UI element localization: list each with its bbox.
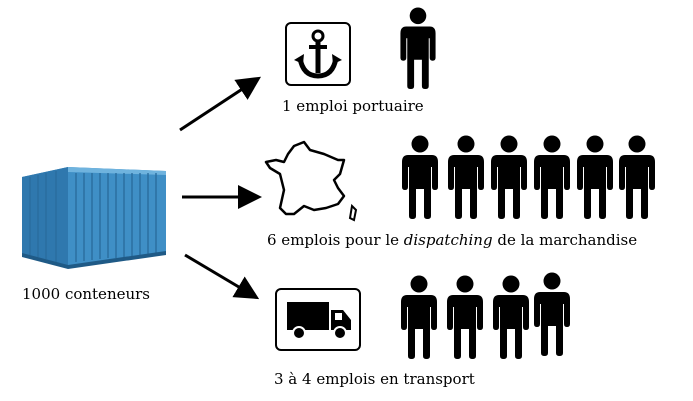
person-icon — [617, 135, 657, 219]
label-italic: dispatching — [403, 231, 493, 249]
anchor-icon — [294, 29, 342, 79]
container-label: 1000 conteneurs — [22, 285, 151, 303]
label-suffix: de la marchandise — [492, 231, 638, 249]
arrow-to-transport — [184, 253, 260, 300]
truck-icon-box — [275, 288, 361, 351]
shipping-container-icon — [22, 167, 166, 269]
arrow-to-port — [179, 76, 262, 132]
person-icon — [532, 272, 572, 356]
person-icon — [446, 135, 486, 219]
person-icon — [575, 135, 615, 219]
person-icon — [400, 135, 440, 219]
france-map-icon — [264, 140, 358, 222]
person-icon — [489, 135, 529, 219]
port-jobs-label: 1 emploi portuaire — [282, 97, 424, 115]
transport-jobs-label: 3 à 4 emplois en transport — [274, 370, 475, 388]
anchor-icon-box — [285, 22, 351, 86]
truck-icon — [287, 302, 351, 340]
person-icon — [398, 275, 440, 359]
person-icon — [398, 7, 438, 89]
dispatching-jobs-label: 6 emplois pour le dispatching de la marc… — [267, 231, 637, 249]
person-icon — [444, 275, 486, 359]
label-prefix: 6 emplois pour le — [267, 231, 404, 249]
person-icon — [532, 135, 572, 219]
person-icon — [490, 275, 532, 359]
